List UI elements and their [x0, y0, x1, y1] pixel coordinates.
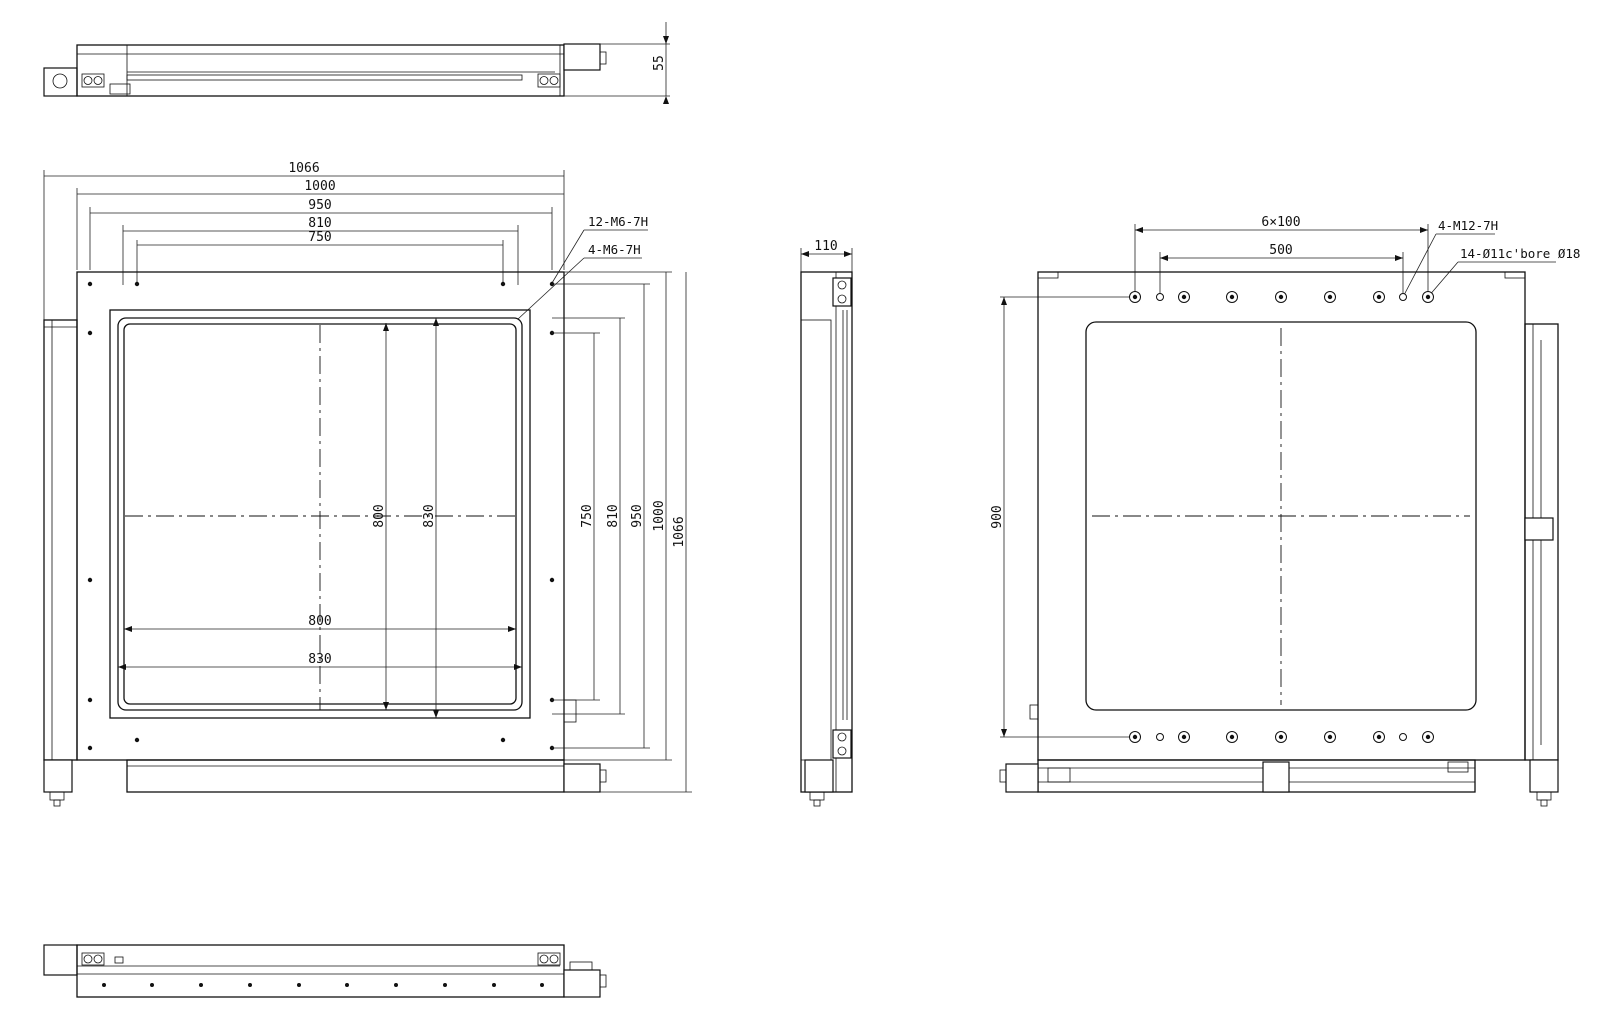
back-holes-top	[1129, 291, 1434, 303]
dim-55: 55	[652, 55, 667, 71]
dim-1066-v: 1066	[672, 516, 687, 547]
dim-500: 500	[1269, 243, 1292, 258]
front-dims-horizontal: 1066 1000 950 810 750	[43, 161, 565, 320]
dim-750-h: 750	[308, 230, 331, 245]
front-dims-inner-horizontal: 800 830	[118, 614, 522, 670]
callout-12-m6: 12-M6-7H	[588, 214, 648, 229]
back-view: 6×100 500 900 4-M12-7H 14-Ø11c'bore Ø18	[990, 215, 1580, 807]
dim-110: 110	[814, 239, 837, 254]
dim-950-v: 950	[630, 504, 645, 527]
back-holes-bottom	[1129, 731, 1434, 743]
dim-830-h: 830	[308, 652, 331, 667]
dim-800-v: 800	[372, 504, 387, 527]
dim-810-v: 810	[606, 504, 621, 527]
dim-1000-h: 1000	[304, 179, 335, 194]
dim-800-h: 800	[308, 614, 331, 629]
dim-1066-h: 1066	[288, 161, 319, 176]
dim-810-h: 810	[308, 216, 331, 231]
dim-6x100: 6×100	[1261, 215, 1300, 230]
front-dims-inner-vertical: 800 830	[372, 318, 439, 718]
front-callouts: 12-M6-7H 4-M6-7H	[517, 214, 648, 320]
dim-900: 900	[990, 505, 1005, 528]
front-dims-right-vertical: 750 810 950 1000 1066	[552, 271, 692, 793]
dim-750-v: 750	[580, 504, 595, 527]
callout-4-m6: 4-M6-7H	[588, 242, 641, 257]
dim-830-v: 830	[422, 504, 437, 527]
dim-1000-v: 1000	[652, 500, 667, 531]
callout-4-m12: 4-M12-7H	[1438, 218, 1498, 233]
dim-950-h: 950	[308, 198, 331, 213]
back-callouts: 4-M12-7H 14-Ø11c'bore Ø18	[1402, 218, 1580, 298]
back-dims: 6×100 500 900	[990, 215, 1429, 738]
top-view: 55	[43, 22, 670, 104]
front-view: 1066 1000 950 810 750 12-M6-7H 4-M6-7H	[43, 161, 692, 807]
side-view: 110	[800, 239, 853, 807]
bottom-view	[43, 944, 607, 998]
callout-14-cbore: 14-Ø11c'bore Ø18	[1460, 246, 1580, 261]
